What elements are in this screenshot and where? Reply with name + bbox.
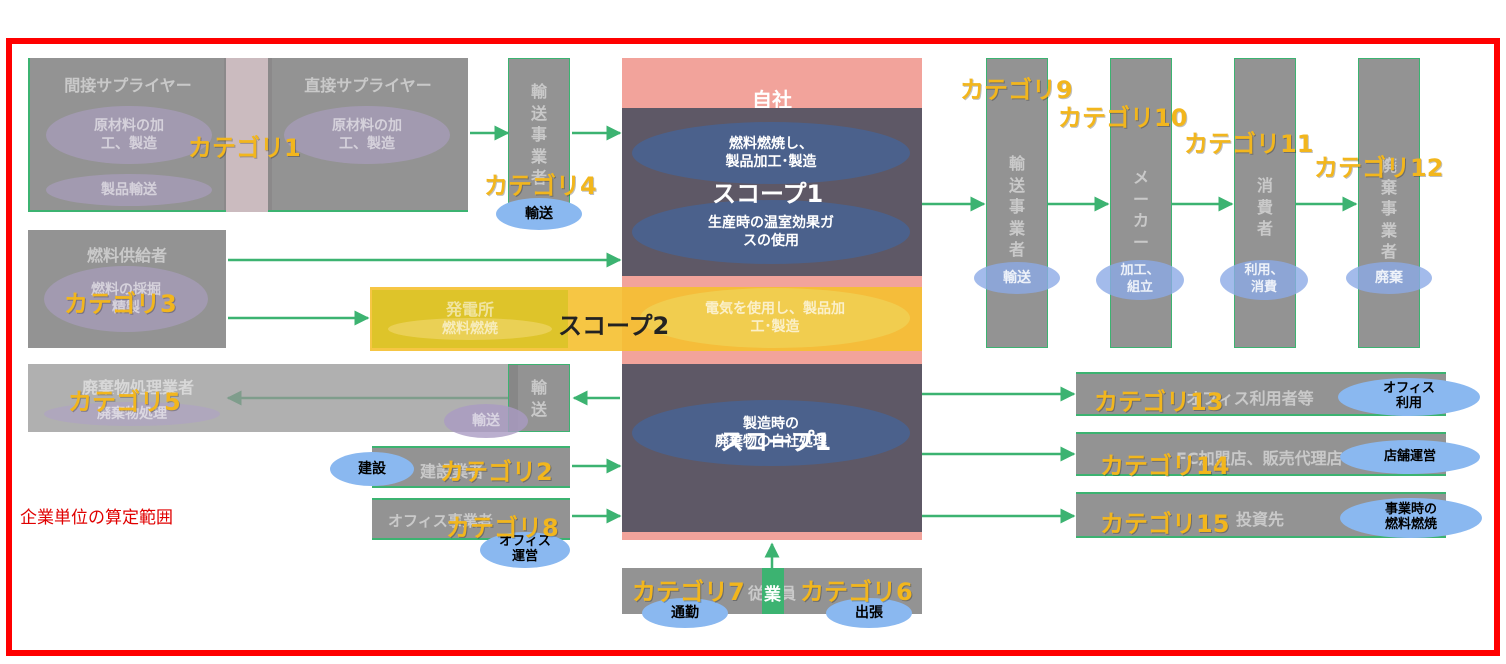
category-1-label: カテゴリ1: [188, 134, 301, 162]
employee-marker: 業: [762, 568, 784, 614]
scope1-bottom-block: 製造時の 廃棄物の自社処理 スコープ1: [622, 364, 922, 532]
scope1-ellipse-ghg: 生産時の温室効果ガ スの使用: [632, 200, 910, 264]
direct-supplier-title: 直接サプライヤー: [304, 76, 432, 95]
direct-supplier-box: 直接サプライヤー 原材料の加 工、製造: [268, 58, 468, 212]
category-5-label: カテゴリ5: [68, 388, 181, 416]
disposal-ellipse: 廃棄: [1346, 262, 1432, 294]
indirect-supplier-box: 間接サプライヤー 原材料の加 工、製造 製品輸送: [28, 58, 226, 212]
lessee-title: オフィス利用者等: [1186, 389, 1314, 408]
category-4-label: カテゴリ4: [484, 172, 597, 200]
employee-marker-text: 業: [764, 585, 781, 605]
upstream-transport-box: 輸 送 事 業 者: [508, 58, 570, 212]
investee-title: 投資先: [1236, 510, 1285, 529]
category-8-label: カテゴリ8: [446, 514, 559, 542]
downstream-transport-label: 輸 送 事 業 者: [1008, 154, 1025, 260]
category-2-label: カテゴリ2: [440, 458, 553, 486]
construction-title: 建設業者: [420, 462, 485, 481]
disposal-label: 廃 棄 事 業 者: [1380, 156, 1397, 262]
waste-processor-title: 廃棄物処理業者: [81, 378, 194, 397]
lessee-ellipse: オフィス 利用: [1338, 378, 1480, 416]
franchise-title: FC加盟店、販売代理店: [1176, 449, 1343, 468]
scope1-ellipse-waste: 製造時の 廃棄物の自社処理: [632, 400, 910, 466]
fuel-supplier-ellipse: 燃料の採掘 精製: [44, 266, 208, 332]
construction-ellipse: 建設: [330, 452, 414, 486]
waste-processor-box: 廃棄物処理業者 廃棄物処理: [28, 364, 518, 432]
category-9-label: カテゴリ9: [960, 76, 1073, 104]
downstream-transport-ellipse: 輸送: [974, 262, 1060, 294]
waste-transport-box: 輸 送: [508, 364, 570, 432]
maker-label: メ ー カ ー: [1132, 168, 1149, 252]
fuel-supplier-mining: 燃料の採掘: [91, 281, 161, 298]
waste-processor-ellipse: 廃棄物処理: [44, 402, 220, 426]
category-12-label: カテゴリ12: [1314, 154, 1444, 182]
investee-ellipse: 事業時の 燃料燃焼: [1340, 498, 1482, 538]
commute-ellipse: 通勤: [642, 598, 728, 628]
business-trip-ellipse: 出張: [826, 598, 912, 628]
disposal-box: 廃 棄 事 業 者: [1358, 58, 1420, 348]
fuel-supplier-box: 燃料供給者 燃料の採掘 精製: [28, 230, 226, 348]
scope1-ellipse-combustion: 燃料燃焼し、 製品加工･製造: [632, 122, 910, 184]
office-title: オフィス事業者: [388, 512, 493, 530]
consumer-ellipse: 利用、 消費: [1220, 260, 1308, 300]
category-7-label: カテゴリ7: [632, 578, 745, 606]
fuel-supplier-refining: 精製: [112, 300, 140, 316]
maker-ellipse: 加工、 組立: [1096, 260, 1184, 300]
category-11-label: カテゴリ11: [1184, 130, 1314, 158]
scope2-ellipse: 電気を使用し、製品加 工･製造: [640, 288, 910, 348]
indirect-supplier-title: 間接サプライヤー: [64, 76, 192, 95]
fuel-supplier-title: 燃料供給者: [86, 246, 167, 265]
category-10-label: カテゴリ10: [1058, 104, 1188, 132]
power-plant-title: 発電所: [445, 300, 494, 319]
waste-transport-ellipse: 輸送: [444, 404, 528, 438]
category-15-label: カテゴリ15: [1100, 510, 1230, 538]
scope2-label: スコープ2: [558, 312, 670, 340]
upstream-transport-label: 輸 送 事 業 者: [530, 82, 547, 188]
indirect-supplier-ellipse-transport: 製品輸送: [46, 174, 212, 206]
category-14-label: カテゴリ14: [1100, 452, 1230, 480]
scope1-bottom-label: スコープ1: [720, 428, 832, 456]
consumer-box: 消 費 者: [1234, 58, 1296, 348]
power-plant-ellipse: 燃料燃焼: [388, 318, 552, 340]
category-13-label: カテゴリ13: [1094, 388, 1224, 416]
boundary-frame: [6, 38, 1500, 656]
consumer-label: 消 費 者: [1256, 176, 1273, 239]
scope1-top-label: スコープ1: [712, 180, 824, 208]
category-6-label: カテゴリ6: [800, 578, 913, 606]
waste-transport-label: 輸 送: [530, 378, 547, 419]
boundary-label: 企業単位の算定範囲: [20, 508, 173, 528]
franchise-ellipse: 店舗運営: [1340, 440, 1480, 474]
upstream-transport-ellipse: 輸送: [496, 198, 582, 230]
self-header: 自社: [622, 58, 922, 112]
downstream-transport-box: 輸 送 事 業 者: [986, 58, 1048, 348]
supplier-connector: [224, 58, 272, 212]
category-3-label: カテゴリ3: [64, 290, 177, 318]
self-bottom-strip: [622, 532, 922, 540]
scope1-top-block: 燃料燃焼し、 製品加工･製造 生産時の温室効果ガ スの使用 スコープ1: [622, 108, 922, 276]
direct-supplier-ellipse-process: 原材料の加 工、製造: [284, 106, 450, 164]
office-ellipse: オフィス 運営: [480, 532, 570, 568]
indirect-supplier-ellipse-process: 原材料の加 工、製造: [46, 106, 212, 164]
power-plant-box: 発電所 燃料燃焼: [372, 290, 568, 348]
